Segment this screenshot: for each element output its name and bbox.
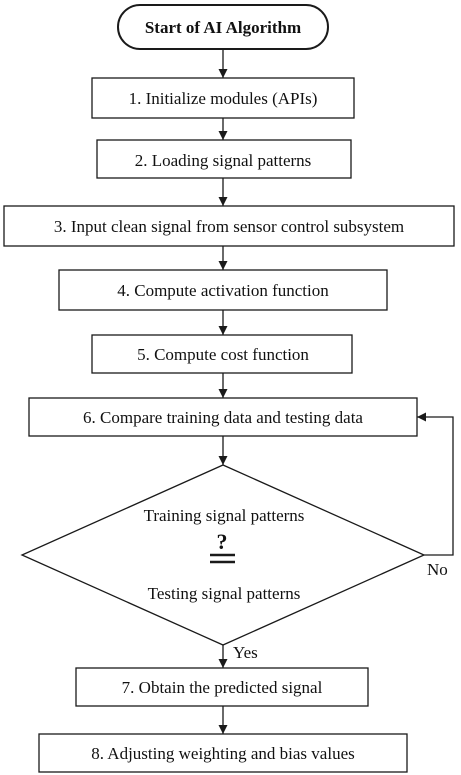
step-7-box [75, 667, 369, 707]
step-8-box [38, 733, 408, 773]
step-1-box [91, 77, 355, 119]
step-3-label: 3. Input clean signal from sensor contro… [54, 217, 404, 236]
step-2-box [96, 139, 352, 179]
start-label: Start of AI Algorithm [145, 18, 301, 37]
step-3-box [3, 205, 455, 247]
decision-question-mark: ? [217, 529, 228, 554]
step-6-label: 6. Compare training data and testing dat… [83, 408, 363, 427]
step-4-label: 4. Compute activation function [117, 281, 329, 300]
no-label: No [427, 560, 448, 579]
step-6-box [28, 397, 418, 437]
step-1-label: 1. Initialize modules (APIs) [129, 89, 318, 108]
step-5-box [91, 334, 353, 374]
no-loop-arrow [417, 412, 454, 556]
yes-label: Yes [233, 643, 258, 662]
decision-top-text: Training signal patterns [144, 506, 305, 525]
step-8-label: 8. Adjusting weighting and bias values [91, 744, 354, 763]
step-4-box [58, 269, 388, 311]
step-7-label: 7. Obtain the predicted signal [122, 678, 323, 697]
step-2-label: 2. Loading signal patterns [135, 151, 312, 170]
step-5-label: 5. Compute cost function [137, 345, 309, 364]
decision-bottom-text: Testing signal patterns [148, 584, 301, 603]
